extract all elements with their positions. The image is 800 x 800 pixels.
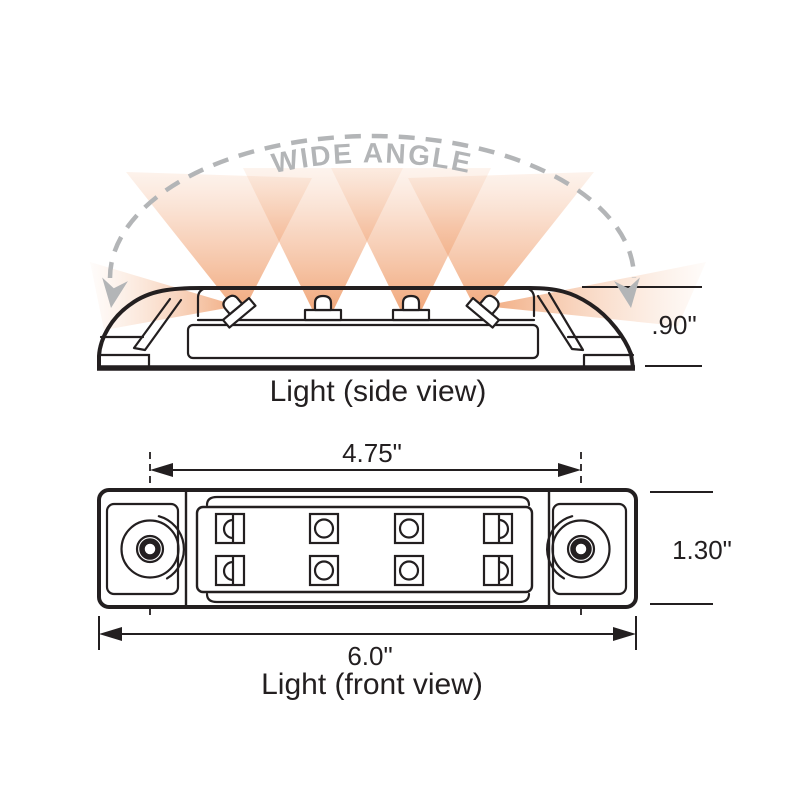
front-led-r1c2 [308,512,340,545]
dim-arrow-right-icon [558,463,581,477]
arrow-down-left-icon [102,277,128,308]
side-fixture-outline [97,286,635,370]
side-led-mid-right [391,294,431,322]
front-led-r1c4 [482,512,514,545]
front-led-r1c3 [393,512,425,545]
height-dimension-front: 1.30" [650,491,732,605]
beam-glow-right [484,262,706,326]
left-shoulder-line [196,286,208,318]
side-view-caption: Light (side view) [270,375,487,408]
mounting-screw-right [546,515,611,580]
front-lens-panel [195,505,534,594]
screw-hole [139,538,161,560]
right-shoulder-line [524,286,536,318]
side-leds [221,294,501,329]
width-dim-label: 6.0" [347,641,392,671]
front-view-caption: Light (front view) [261,668,483,701]
height-dim-label: .90" [651,310,696,340]
side-led-mid-left [303,294,343,322]
dim-arrow-left-icon [150,463,173,477]
dim-arrow-left-icon [99,627,122,641]
front-led-r2c3 [393,554,425,587]
side-led-angled-right [465,294,501,329]
dim-arrow-right-icon [613,627,636,641]
beam-fan-right [408,172,594,310]
lens-highlight-top [205,495,531,507]
hole-spacing-label: 4.75" [342,438,402,468]
front-led-array [214,512,514,587]
beam-pattern [90,168,706,330]
screw-hole [570,538,592,560]
mounting-screw-left [120,515,185,580]
arrow-down-right-icon [614,277,640,308]
left-endcap-rib [132,297,183,352]
side-led-angled-left [221,294,257,329]
height-dimension-side: .90" [582,286,702,367]
height-dim-label: 1.30" [672,535,732,565]
wide-angle-arc [107,133,637,279]
beam-glow-left [90,262,238,330]
front-led-r1c1 [214,512,246,545]
width-dimension: 6.0" [98,616,637,671]
side-lens-body [186,323,540,360]
lens-highlight-bottom [205,592,531,604]
front-led-r2c1 [214,554,246,587]
hole-spacing-dimension: 4.75" [149,438,582,618]
right-endcap-step [582,353,635,368]
right-endcap-rib [536,291,585,352]
front-led-r2c2 [308,554,340,587]
left-endcap-step [98,353,151,368]
front-led-r2c4 [482,554,514,587]
side-view: .90" WIDE ANGLE Light (side view) [90,133,706,408]
side-fixture-interior [98,286,635,368]
wide-angle-indicator: WIDE ANGLE [102,133,640,308]
front-view: 4.75" [97,438,732,701]
